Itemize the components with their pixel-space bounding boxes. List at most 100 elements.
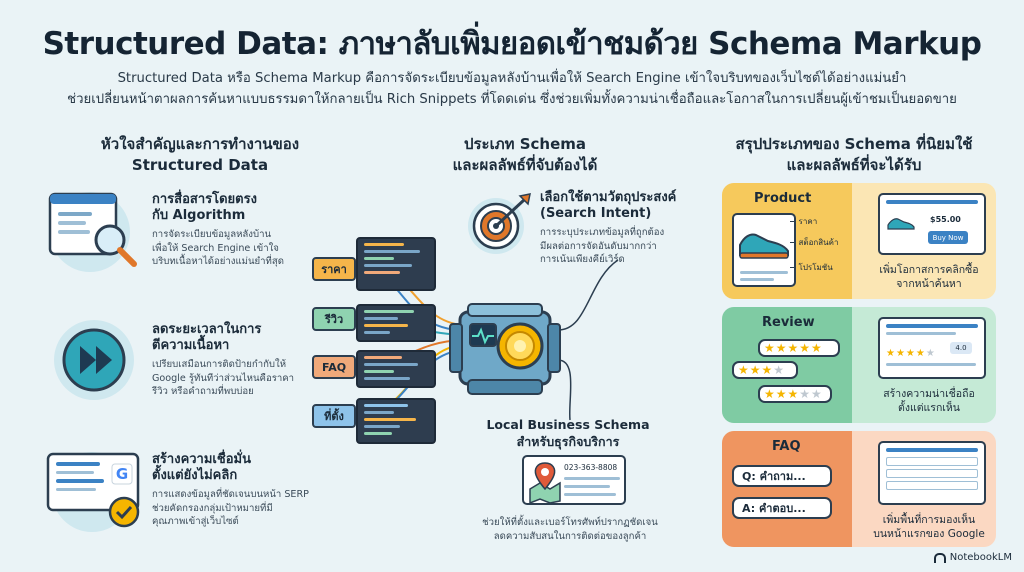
faq-question-bubble: Q: คำถาม...: [732, 465, 832, 487]
faq-accordion-row: [886, 469, 978, 478]
feature-title-line: สร้างความเชื่อมั่น: [152, 452, 251, 467]
feature-title: สร้างความเชื่อมั่น ตั้งแต่ยังไม่คลิก: [152, 452, 332, 484]
product-caption-line: จากหน้าค้นหา: [896, 278, 962, 290]
intent-desc-line: การเน้นเพียงคีย์เวิร์ด: [540, 254, 625, 265]
left-heading-line-1: หัวใจสำคัญและการทำงานของ: [100, 135, 300, 153]
snippet-rating: ★★★★★: [886, 341, 936, 360]
feature-desc: การแสดงข้อมูลที่ชัดเจนบนหน้า SERP ช่วยคั…: [152, 488, 332, 529]
star-rating: ★★★★★: [764, 387, 823, 401]
feature-desc-line: การแสดงข้อมูลที่ชัดเจนบนหน้า SERP: [152, 489, 309, 500]
faq-caption-line: เพิ่มพื้นที่การมองเห็น: [882, 514, 976, 526]
feature-title-line: ตีความเนื้อหา: [152, 338, 230, 353]
product-field-price: ราคา: [790, 215, 817, 228]
product-page-mock: [732, 213, 796, 287]
right-heading-line-1: สรุปประเภทของ Schema ที่นิยมใช้: [735, 135, 973, 153]
code-panel: [356, 398, 436, 444]
intent-title-line: (Search Intent): [540, 206, 652, 221]
feature-title-line: ตั้งแต่ยังไม่คลิก: [152, 468, 238, 483]
intent-desc-line: การระบุประเภทข้อมูลที่ถูกต้อง: [540, 227, 665, 238]
feature-desc-line: เพื่อให้ Search Engine เข้าใจ: [152, 242, 279, 254]
faq-schema-card: FAQ Q: คำถาม... A: คำตอบ... เพิ่มพื้นที่…: [722, 431, 996, 547]
local-desc-line: ลดความสับสนในการติดต่อของลูกค้า: [493, 530, 647, 542]
center-heading-line-2: และผลลัพธ์ที่จับต้องได้: [452, 156, 598, 174]
faq-caption: เพิ่มพื้นที่การมองเห็น บนหน้าแรกของ Goog…: [862, 513, 996, 541]
svg-text:G: G: [116, 465, 128, 483]
star-rating: ★★★★: [738, 363, 786, 377]
placeholder-line: [564, 477, 620, 480]
intent-title-line: เลือกใช้ตามวัตถุประสงค์: [540, 190, 677, 205]
right-column-heading: สรุปประเภทของ Schema ที่นิยมใช้ และผลลัพ…: [714, 134, 994, 176]
placeholder-line: [740, 271, 788, 274]
feature-desc-line: Google รู้ทันทีว่าส่วนไหนคือราคา: [152, 372, 295, 384]
review-label: Review: [762, 315, 815, 330]
right-heading-line-2: และผลลัพธ์ที่จะได้รับ: [786, 156, 922, 174]
faq-label: FAQ: [772, 439, 801, 454]
placeholder-line: [886, 363, 976, 366]
footer-brand-text: NotebookLM: [949, 552, 1012, 563]
feature-title-line: การสื่อสารโดยตรง: [152, 192, 257, 207]
review-schema-card: Review ★★★★★ ★★★★ ★★★★★ ★★★★★ 4.0 สร้างค…: [722, 307, 996, 423]
local-business-heading: Local Business Schema สำหรับธุรกิจบริการ: [478, 416, 658, 450]
code-panel: [356, 237, 436, 291]
page-subtitle: Structured Data หรือ Schema Markup คือกา…: [40, 68, 984, 110]
buy-now-button[interactable]: Buy Now: [928, 231, 968, 244]
local-desc-line: ช่วยให้ที่ตั้งและเบอร์โทรศัพท์ปรากฏชัดเจ…: [482, 517, 658, 528]
feature-desc: การจัดระเบียบข้อมูลหลังบ้าน เพื่อให้ Sea…: [152, 228, 322, 269]
intent-desc: การระบุประเภทข้อมูลที่ถูกต้อง มีผลต่อการ…: [540, 226, 690, 267]
placeholder-line: [886, 332, 956, 335]
shoe-thumb-icon: [887, 218, 915, 230]
processor-engine-icon: [449, 303, 561, 395]
feature-title: การสื่อสารโดยตรง กับ Algorithm: [152, 192, 322, 224]
feature-item-trust: สร้างความเชื่อมั่น ตั้งแต่ยังไม่คลิก การ…: [152, 452, 332, 529]
tag-price: ราคา: [312, 257, 356, 281]
feature-desc: เปรียบเสมือนการติดป้ายกำกับให้ Google รู…: [152, 358, 322, 399]
product-field-promo: โปรโมชัน: [790, 261, 833, 274]
feature-desc-line: บริบทเนื้อหาได้อย่างแม่นยำที่สุด: [152, 256, 284, 267]
product-label: Product: [754, 191, 812, 206]
snippet-title-line: [886, 448, 978, 452]
product-stock-label: สต็อกสินค้า: [798, 238, 839, 247]
review-caption-line: ตั้งแต่แรกเห็น: [898, 402, 960, 414]
snippet-title-line: [886, 324, 978, 328]
feature-desc-line: การจัดระเบียบข้อมูลหลังบ้าน: [152, 229, 272, 240]
left-column-heading: หัวใจสำคัญและการทำงานของ Structured Data: [70, 134, 330, 176]
product-promo-label: โปรโมชัน: [798, 263, 833, 272]
local-business-desc: ช่วยให้ที่ตั้งและเบอร์โทรศัพท์ปรากฏชัดเจ…: [440, 516, 700, 543]
subtitle-line-2: ช่วยเปลี่ยนหน้าตาผลการค้นหาแบบธรรมดาให้ก…: [67, 92, 957, 107]
faq-answer-bubble: A: คำตอบ...: [732, 497, 832, 519]
code-panel: [356, 304, 436, 342]
product-field-stock: สต็อกสินค้า: [790, 236, 838, 249]
fast-forward-icon: [54, 320, 134, 400]
faq-rich-snippet: [878, 441, 986, 505]
intent-desc-line: มีผลต่อการจัดอันดับมากกว่า: [540, 240, 657, 252]
map-pin-icon: [529, 462, 561, 503]
serp-google-badge-icon: G: [46, 452, 140, 532]
product-schema-card: Product ราคา สต็อกสินค้า โปรโมชัน $55.00…: [722, 183, 996, 299]
output-connectors: [558, 259, 619, 421]
center-heading-line-1: ประเภท Schema: [463, 135, 587, 153]
pointer-line: [790, 267, 796, 268]
center-heading: ประเภท Schema และผลลัพธ์ที่จับต้องได้: [450, 134, 600, 176]
feature-title-line: ลดระยะเวลาในการ: [152, 322, 262, 337]
product-caption-line: เพิ่มโอกาสการคลิกซื้อ: [879, 264, 979, 276]
rating-badge: 4.0: [950, 342, 972, 354]
local-title-line: Local Business Schema: [486, 417, 650, 432]
tag-location: ที่ตั้ง: [312, 404, 356, 428]
placeholder-line: [564, 485, 610, 488]
product-price-value: $55.00: [930, 215, 961, 224]
feature-title: ลดระยะเวลาในการ ตีความเนื้อหา: [152, 322, 322, 354]
left-heading-line-2: Structured Data: [131, 156, 269, 174]
notebooklm-logo-icon: [933, 552, 946, 563]
product-caption: เพิ่มโอกาสการคลิกซื้อ จากหน้าค้นหา: [862, 263, 996, 291]
placeholder-line: [740, 278, 774, 281]
snippet-star-rating: ★★★★★: [886, 348, 936, 359]
feature-desc-line: รีวิว หรือคำถามที่พบบ่อย: [152, 386, 254, 397]
search-intent-block: เลือกใช้ตามวัตถุประสงค์ (Search Intent) …: [540, 190, 690, 267]
feature-item-algorithm: การสื่อสารโดยตรง กับ Algorithm การจัดระเ…: [152, 192, 322, 269]
faq-caption-line: บนหน้าแรกของ Google: [873, 528, 985, 540]
feature-desc-line: เปรียบเสมือนการติดป้ายกำกับให้: [152, 359, 287, 370]
phone-number: 023-363-8808: [564, 463, 618, 472]
review-stars-row: ★★★★: [732, 361, 798, 379]
shoe-icon: [739, 233, 789, 259]
feature-item-interpret: ลดระยะเวลาในการ ตีความเนื้อหา เปรียบเสมื…: [152, 322, 322, 399]
